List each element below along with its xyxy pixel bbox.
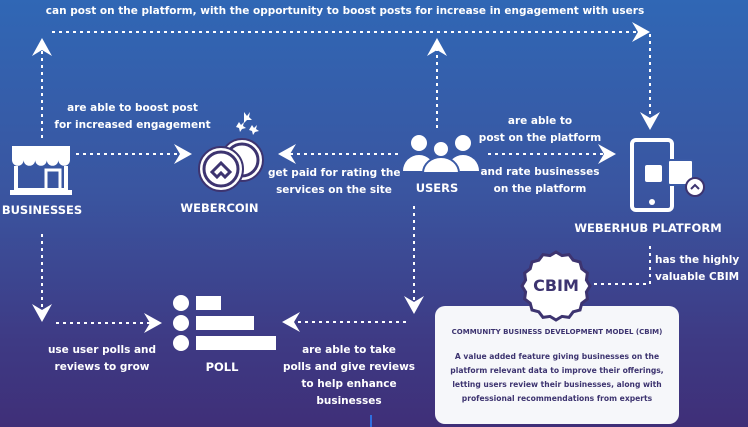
post-text: are able to post on the platform xyxy=(475,113,605,147)
has-cbim-text-line: has the highly xyxy=(655,254,740,266)
use-polls-text: use user polls and reviews to grow xyxy=(42,342,162,376)
take-polls-text-line: businesses xyxy=(316,395,382,407)
rate-text-line: on the platform xyxy=(493,183,587,195)
webercoin-badge-icon xyxy=(685,177,705,197)
sparkle-icon xyxy=(244,112,252,123)
users-icon xyxy=(403,135,479,173)
take-polls-text-line: to help enhance xyxy=(301,378,397,390)
rate-text: and rate businesses on the platform xyxy=(475,164,605,198)
store-icon xyxy=(10,146,72,195)
webercoin-icon xyxy=(198,112,264,192)
cbim-card: COMMUNITY BUSINESS DEVELOPMENT MODEL (CB… xyxy=(435,306,679,424)
platform-to-cbim xyxy=(568,246,651,294)
top-text: can post on the platform, with the oppor… xyxy=(45,5,645,17)
use-polls-text-line: reviews to grow xyxy=(54,361,150,373)
poll-icon xyxy=(173,295,276,351)
post-text-line: are able to xyxy=(507,115,573,127)
paid-text-line: get paid for rating the xyxy=(268,167,401,179)
webercoin-label: WEBERCOIN xyxy=(180,201,259,215)
take-polls-text-line: polls and give reviews xyxy=(282,361,416,373)
poll-label: POLL xyxy=(205,360,239,374)
use-polls-text-line: use user polls and xyxy=(47,344,157,356)
badge-seal-icon xyxy=(520,250,592,322)
paid-text: get paid for rating the services on the … xyxy=(268,165,400,199)
cbim-card-title: COMMUNITY BUSINESS DEVELOPMENT MODEL (CB… xyxy=(451,328,663,336)
has-cbim-text: has the highly valuable CBIM xyxy=(655,252,745,286)
cbim-badge: CBIM xyxy=(520,250,592,322)
paid-text-line: services on the site xyxy=(276,184,392,196)
boost-text: are able to boost post for increased eng… xyxy=(50,100,215,134)
boost-text-line: for increased engagement xyxy=(54,119,211,131)
rate-text-line: and rate businesses xyxy=(480,166,600,178)
cbim-card-description: A value added feature giving businesses … xyxy=(450,352,664,403)
cbim-badge-label: CBIM xyxy=(533,276,579,295)
users-label: USERS xyxy=(415,181,459,195)
phone-icon xyxy=(630,138,705,212)
take-polls-text-line: are able to take xyxy=(302,344,396,356)
boost-text-line: are able to boost post xyxy=(67,102,198,114)
has-cbim-text-line: valuable CBIM xyxy=(655,271,740,283)
post-text-line: post on the platform xyxy=(478,132,602,144)
platform-label: WEBERHUB PLATFORM xyxy=(574,221,722,235)
take-polls-text: are able to take polls and give reviews … xyxy=(282,342,416,410)
businesses-label: BUSINESSES xyxy=(1,203,83,217)
